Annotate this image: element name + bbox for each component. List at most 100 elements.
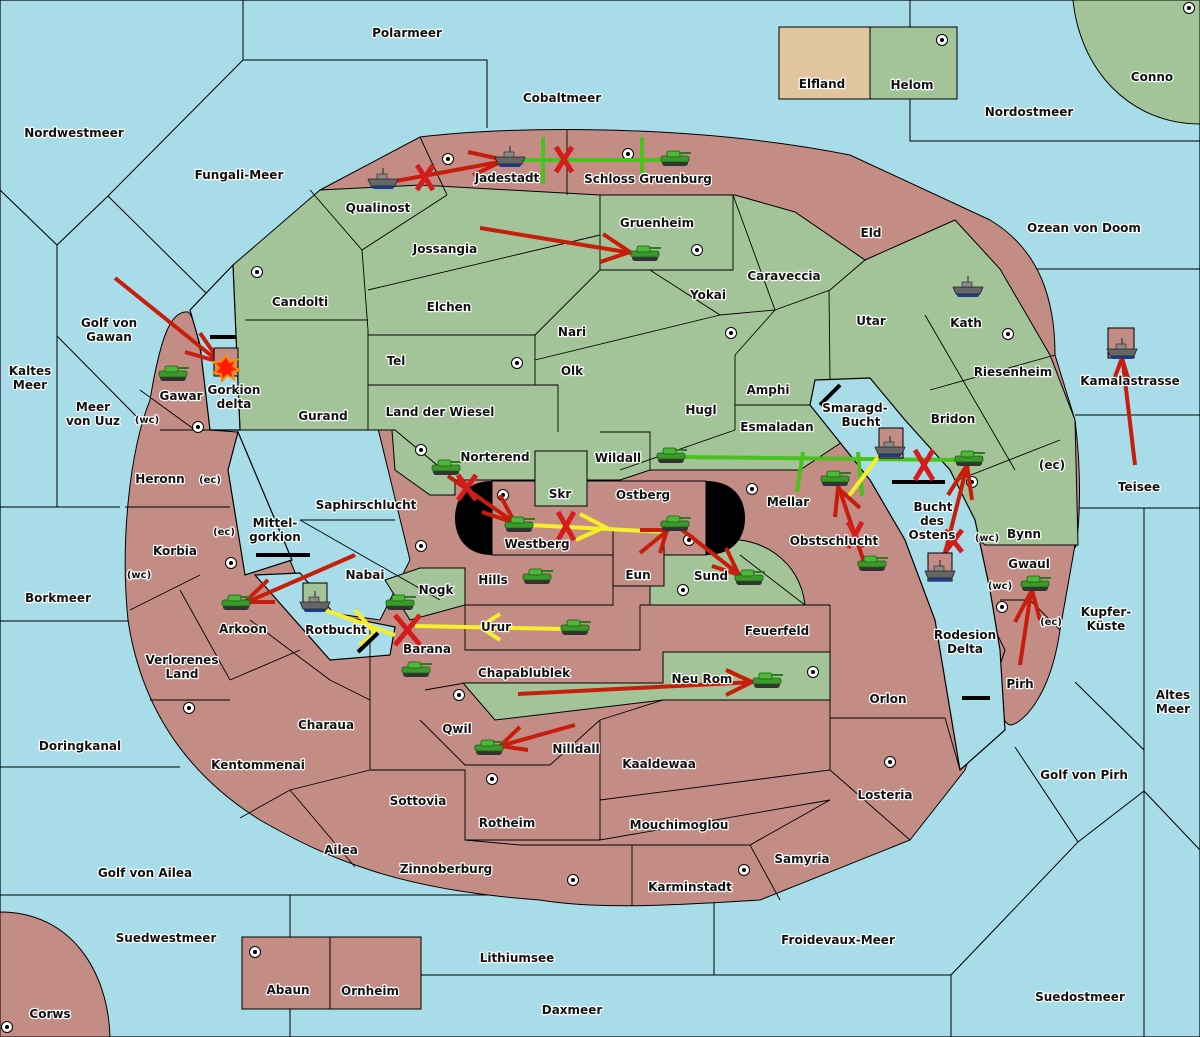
label-cobaltmeer: Cobaltmeer xyxy=(523,91,601,105)
label-eun: Eun xyxy=(625,568,650,582)
label-korbia: Korbia xyxy=(153,544,197,558)
label-doringkanal: Doringkanal xyxy=(39,739,121,753)
label-smaragd-2: Bucht xyxy=(841,415,880,429)
region-abaun[interactable] xyxy=(241,936,331,1010)
label-froidevaux: Froidevaux-Meer xyxy=(781,933,895,947)
coast-tag-ec: (ec) xyxy=(1039,458,1065,472)
label-samyria: Samyria xyxy=(774,852,829,866)
label-bucht-2: des xyxy=(920,514,944,528)
label-eld: Eld xyxy=(861,226,882,240)
label-riesenheim: Riesenheim xyxy=(974,365,1053,379)
label-conno: Conno xyxy=(1131,70,1173,84)
coast-tag-ec: (ec) xyxy=(1040,617,1062,628)
label-uuz-2: von Uuz xyxy=(66,414,120,428)
label-altes-1: Altes xyxy=(1156,688,1190,702)
label-norterend: Norterend xyxy=(460,450,529,464)
label-rotheim: Rotheim xyxy=(479,816,536,830)
label-nari: Nari xyxy=(558,325,586,339)
region-skr[interactable] xyxy=(534,450,588,507)
label-hills: Hills xyxy=(478,573,508,587)
supply-center-icon xyxy=(746,483,758,495)
label-feuerfeld: Feuerfeld xyxy=(745,624,810,638)
label-daxmeer: Daxmeer xyxy=(542,1003,603,1017)
label-ozean: Ozean von Doom xyxy=(1027,221,1141,235)
label-olk: Olk xyxy=(561,364,584,378)
label-kupfer-2: Küste xyxy=(1087,619,1126,633)
label-tel: Tel xyxy=(387,354,406,368)
region-corws[interactable] xyxy=(0,911,111,1037)
coast-tag-wc: (wc) xyxy=(975,533,999,544)
label-nogk: Nogk xyxy=(419,583,455,597)
region-ornheim[interactable] xyxy=(329,936,422,1010)
region-labels: Polarmeer Cobaltmeer Nordwestmeer Fungal… xyxy=(8,25,1192,1022)
label-neurom: Neu Rom xyxy=(672,672,733,686)
supply-center-icon xyxy=(442,153,454,165)
label-teisee: Teisee xyxy=(1118,480,1160,494)
label-qwil: Qwil xyxy=(442,722,472,736)
region-norterend[interactable] xyxy=(391,429,456,496)
label-arkoon: Arkoon xyxy=(219,622,267,636)
label-jossangia: Jossangia xyxy=(412,242,477,256)
impassable-east xyxy=(706,481,745,555)
label-candolti: Candolti xyxy=(272,295,328,309)
label-mellar: Mellar xyxy=(767,495,809,509)
failed-order-markers xyxy=(393,145,964,647)
order-convoy-rotbucht-barana xyxy=(324,608,396,647)
label-gawar: Gawar xyxy=(159,389,202,403)
label-kentommenai: Kentommenai xyxy=(211,758,305,772)
order-move-jossangia-gruenheim xyxy=(479,226,635,264)
label-esmaladan: Esmaladan xyxy=(740,420,813,434)
supply-center-icon xyxy=(192,421,204,433)
label-elfland: Elfland xyxy=(799,77,845,91)
supply-center-icon xyxy=(415,444,427,456)
label-orlon: Orlon xyxy=(869,692,906,706)
label-gorkion-2: delta xyxy=(217,397,252,411)
region-elfland[interactable] xyxy=(778,26,871,100)
coast-tag-wc: (wc) xyxy=(988,581,1012,592)
label-bucht-3: Ostens xyxy=(909,528,956,542)
sea-mittelgorkion[interactable] xyxy=(227,430,293,576)
label-westberg: Westberg xyxy=(504,537,569,551)
label-kaaldewaa: Kaaldewaa xyxy=(622,757,696,771)
label-smaragd-1: Smaragd- xyxy=(822,401,887,415)
label-ostberg: Ostberg xyxy=(616,488,670,502)
sea-eastern-channel[interactable] xyxy=(809,377,1006,772)
label-sund: Sund xyxy=(694,569,728,583)
region-conno[interactable] xyxy=(1072,0,1200,125)
label-caraveccia: Caraveccia xyxy=(747,269,820,283)
supply-center-icon xyxy=(453,689,465,701)
supply-center-icon xyxy=(677,584,689,596)
label-obstschlucht: Obstschlucht xyxy=(790,534,879,548)
label-golf-gawan-1: Golf von xyxy=(81,316,137,330)
supply-center-icon xyxy=(622,148,634,160)
sea-rotbucht[interactable] xyxy=(253,572,396,661)
supply-center-icon xyxy=(1183,2,1195,14)
label-nordostmeer: Nordostmeer xyxy=(985,105,1074,119)
label-rodesion-1: Rodesion xyxy=(934,628,996,642)
supply-center-icon xyxy=(511,357,523,369)
label-mouchimoglou: Mouchimoglou xyxy=(630,818,729,832)
label-golf-gawan-2: Gawan xyxy=(86,330,132,344)
label-nordwestmeer: Nordwestmeer xyxy=(24,126,124,140)
label-golf-pirh: Golf von Pirh xyxy=(1040,768,1128,782)
label-borkmeer: Borkmeer xyxy=(25,591,91,605)
label-lithiumsee: Lithiumsee xyxy=(480,951,555,965)
supply-center-icon xyxy=(251,266,263,278)
label-uuz-1: Meer xyxy=(76,400,110,414)
label-schloss: Schloss Gruenburg xyxy=(584,172,712,186)
label-yokai: Yokai xyxy=(689,288,726,302)
supply-center-icon xyxy=(725,327,737,339)
label-fungali: Fungali-Meer xyxy=(195,168,284,182)
label-barana: Barana xyxy=(403,642,451,656)
label-kaltes-2: Meer xyxy=(13,378,47,392)
label-hugl: Hugl xyxy=(685,403,716,417)
label-gorkion-1: Gorkion xyxy=(208,383,261,397)
label-ornheim: Ornheim xyxy=(341,984,399,998)
label-charaua: Charaua xyxy=(298,718,354,732)
label-kupfer-1: Kupfer- xyxy=(1081,605,1131,619)
supply-center-icon xyxy=(691,244,703,256)
supply-center-icon xyxy=(1,1021,13,1033)
label-skr: Skr xyxy=(549,487,572,501)
supply-center-icon xyxy=(884,756,896,768)
